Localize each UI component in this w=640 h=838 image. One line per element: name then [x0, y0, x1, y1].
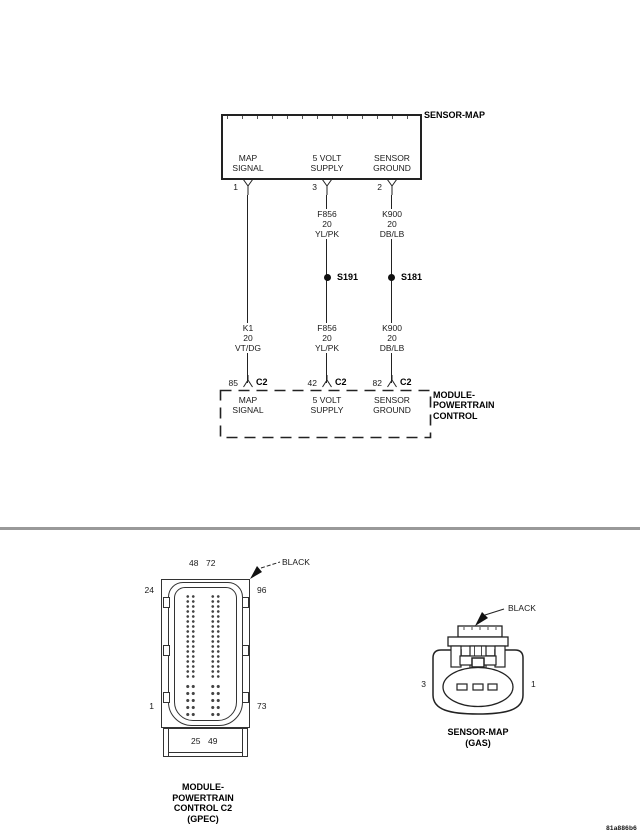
- gpec-corner-number: 1: [149, 701, 154, 711]
- module-connector-label: C2: [335, 377, 347, 387]
- sensor-pin-number: 2: [377, 182, 382, 192]
- wire-label-lower: F856 20 YL/PK: [312, 323, 342, 353]
- sensor-pin-function: MAP SIGNAL: [232, 153, 264, 173]
- map-caption: SENSOR-MAP (GAS): [447, 727, 509, 748]
- gpec-corner-number: 49: [208, 736, 218, 746]
- splice-label: S181: [401, 272, 423, 282]
- gpec-corner-number: 48: [189, 558, 199, 568]
- sensor-box-label: SENSOR-MAP: [424, 110, 486, 120]
- wire-line: [247, 195, 248, 383]
- sensor-pin-number: 3: [312, 182, 317, 192]
- gpec-corner-number: 73: [257, 701, 267, 711]
- map-color-label: BLACK: [508, 603, 536, 613]
- collar-line: [168, 729, 169, 756]
- module-pin-number: 85: [228, 378, 238, 388]
- gpec-lower-collar: [163, 728, 248, 757]
- module-pin-number: 82: [372, 378, 382, 388]
- gpec-side-notch: [162, 692, 170, 703]
- wire-label-lower: K900 20 DB/LB: [377, 323, 407, 353]
- gpec-pin-field: [185, 594, 196, 679]
- module-pin-function: 5 VOLT SUPPLY: [310, 395, 344, 415]
- gpec-corner-number: 72: [206, 558, 216, 568]
- map-connector-face: [432, 608, 524, 715]
- wire-line: [326, 195, 327, 383]
- collar-line: [168, 752, 243, 753]
- gpec-side-notch: [162, 597, 170, 608]
- gpec-corner-number: 25: [191, 736, 201, 746]
- module-pin-function: SENSOR GROUND: [373, 395, 411, 415]
- wire-line: [391, 195, 392, 383]
- connector-ticks: [227, 116, 416, 119]
- sensor-pin-function: 5 VOLT SUPPLY: [310, 153, 344, 173]
- fork-up-icon: [242, 179, 254, 195]
- doc-code: 81a886b6: [606, 825, 637, 832]
- sensor-box: [221, 114, 422, 180]
- sensor-pin-number: 1: [233, 182, 238, 192]
- module-connector-label: C2: [400, 377, 412, 387]
- module-pin-function: MAP SIGNAL: [232, 395, 264, 415]
- gpec-corner-number: 96: [257, 585, 267, 595]
- wire-label-upper: K900 20 DB/LB: [377, 209, 407, 239]
- gpec-side-notch: [241, 692, 249, 703]
- fork-down-icon: [387, 375, 397, 388]
- module-pin-number: 42: [307, 378, 317, 388]
- gpec-pin-field: [210, 683, 221, 717]
- collar-line: [242, 729, 243, 756]
- gpec-side-notch: [241, 645, 249, 656]
- gpec-side-notch: [241, 597, 249, 608]
- gpec-caption: MODULE- POWERTRAIN CONTROL C2 (GPEC): [172, 782, 234, 824]
- fork-down-icon: [322, 375, 332, 388]
- module-name-label: MODULE- POWERTRAIN CONTROL: [433, 390, 495, 421]
- map-pin-number: 1: [531, 679, 536, 689]
- splice-dot: [324, 274, 331, 281]
- gpec-pin-field: [210, 594, 221, 679]
- gpec-corner-number: 24: [144, 585, 154, 595]
- map-pin-number: 3: [421, 679, 426, 689]
- leader-arrow-icon: [250, 561, 281, 579]
- wire-label-upper: F856 20 YL/PK: [312, 209, 342, 239]
- module-connector-label: C2: [256, 377, 268, 387]
- fork-up-icon: [321, 179, 333, 195]
- gpec-side-notch: [162, 645, 170, 656]
- gpec-inner-ring: [174, 587, 237, 721]
- gpec-pin-field: [185, 683, 196, 717]
- gpec-color-label: BLACK: [282, 557, 310, 567]
- section-divider: [0, 527, 640, 530]
- splice-label: S191: [337, 272, 359, 282]
- fork-down-icon: [243, 375, 253, 388]
- module-box: [219, 389, 432, 439]
- wire-label-lower: K1 20 VT/DG: [233, 323, 263, 353]
- splice-dot: [388, 274, 395, 281]
- fork-up-icon: [386, 179, 398, 195]
- sensor-pin-function: SENSOR GROUND: [373, 153, 411, 173]
